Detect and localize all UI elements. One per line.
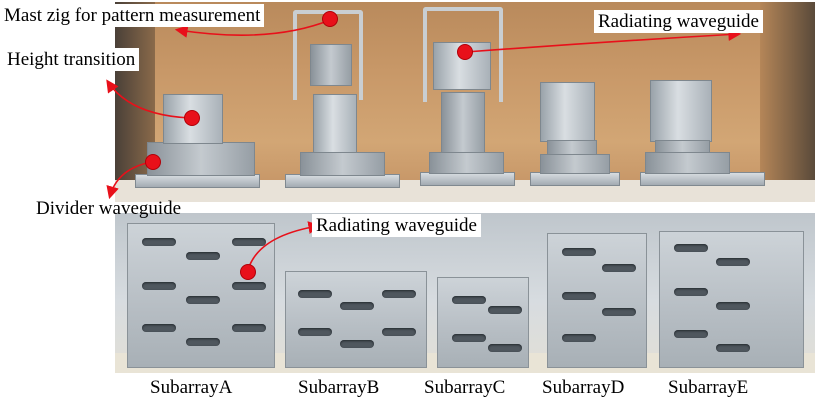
subarray-c-label: SubarrayC: [424, 377, 506, 398]
divider-waveguide-label: Divider waveguide: [36, 198, 182, 219]
slot: [142, 282, 176, 290]
subarray-b-plate: [285, 271, 427, 368]
radiating-top-marker: [457, 44, 473, 60]
assembly-b-divider: [300, 152, 385, 176]
slot: [232, 238, 266, 246]
assembly-a-divider: [147, 142, 255, 176]
slot: [142, 238, 176, 246]
radiating-top-arrow: [465, 28, 742, 53]
assembly-e-divider: [645, 152, 730, 174]
height-transition-arrow: [106, 79, 191, 119]
slot: [340, 302, 374, 310]
assembly-b-waveguide: [313, 94, 357, 160]
height-transition-marker: [184, 110, 200, 126]
slot: [452, 334, 486, 342]
slot: [488, 306, 522, 314]
slot: [298, 290, 332, 298]
slot: [674, 288, 708, 296]
subarray-e-plate: [659, 231, 804, 368]
slot: [674, 330, 708, 338]
radiating-waveguide-bottom-label: Radiating waveguide: [312, 214, 481, 237]
slot: [562, 292, 596, 300]
slot: [562, 334, 596, 342]
slot: [488, 344, 522, 352]
radiating-bottom-marker: [240, 264, 256, 280]
slot: [232, 324, 266, 332]
mast-zig-marker: [322, 11, 338, 27]
assembly-d-divider: [540, 154, 610, 174]
slot: [602, 264, 636, 272]
slot: [674, 244, 708, 252]
radiating-waveguide-top: [433, 42, 491, 90]
slot: [382, 328, 416, 336]
subarray-d-label: SubarrayD: [542, 377, 625, 398]
radiating-waveguide-top-label: Radiating waveguide: [594, 10, 763, 33]
mast-zig-mount: [310, 44, 352, 86]
subarray-a-label: SubarrayA: [150, 377, 233, 398]
height-transition-label: Height transition: [3, 48, 140, 71]
radiating-bottom-arrow: [247, 221, 322, 271]
waveguide-assemblies-photo: [115, 2, 815, 202]
slot: [716, 344, 750, 352]
subarray-a-plate: [127, 223, 275, 368]
slot: [716, 302, 750, 310]
slot: [186, 252, 220, 260]
subarray-e-label: SubarrayE: [668, 377, 749, 398]
slot: [298, 328, 332, 336]
slot: [232, 282, 266, 290]
slot: [186, 338, 220, 346]
photo-shadow-right: [760, 2, 815, 202]
slot: [452, 296, 486, 304]
subarray-c-plate: [437, 277, 529, 368]
mast-zig-arrow: [174, 19, 331, 38]
slot: [186, 296, 220, 304]
slot: [716, 258, 750, 266]
subarray-b-label: SubarrayB: [298, 377, 380, 398]
slot: [382, 290, 416, 298]
slot: [142, 324, 176, 332]
slot: [602, 308, 636, 316]
assembly-c-waveguide: [441, 92, 485, 160]
mast-zig-frame-2: [423, 7, 503, 102]
slot: [562, 248, 596, 256]
divider-waveguide-marker: [145, 154, 161, 170]
assembly-d-radiator: [540, 82, 595, 142]
subarray-d-plate: [547, 233, 647, 368]
divider-waveguide-arrow: [106, 161, 153, 200]
slot: [340, 340, 374, 348]
mast-zig-label: Mast zig for pattern measurement: [0, 4, 265, 27]
assembly-c-divider: [429, 152, 504, 174]
subarray-plates-photo: [115, 213, 815, 373]
assembly-e-radiator: [650, 80, 712, 142]
